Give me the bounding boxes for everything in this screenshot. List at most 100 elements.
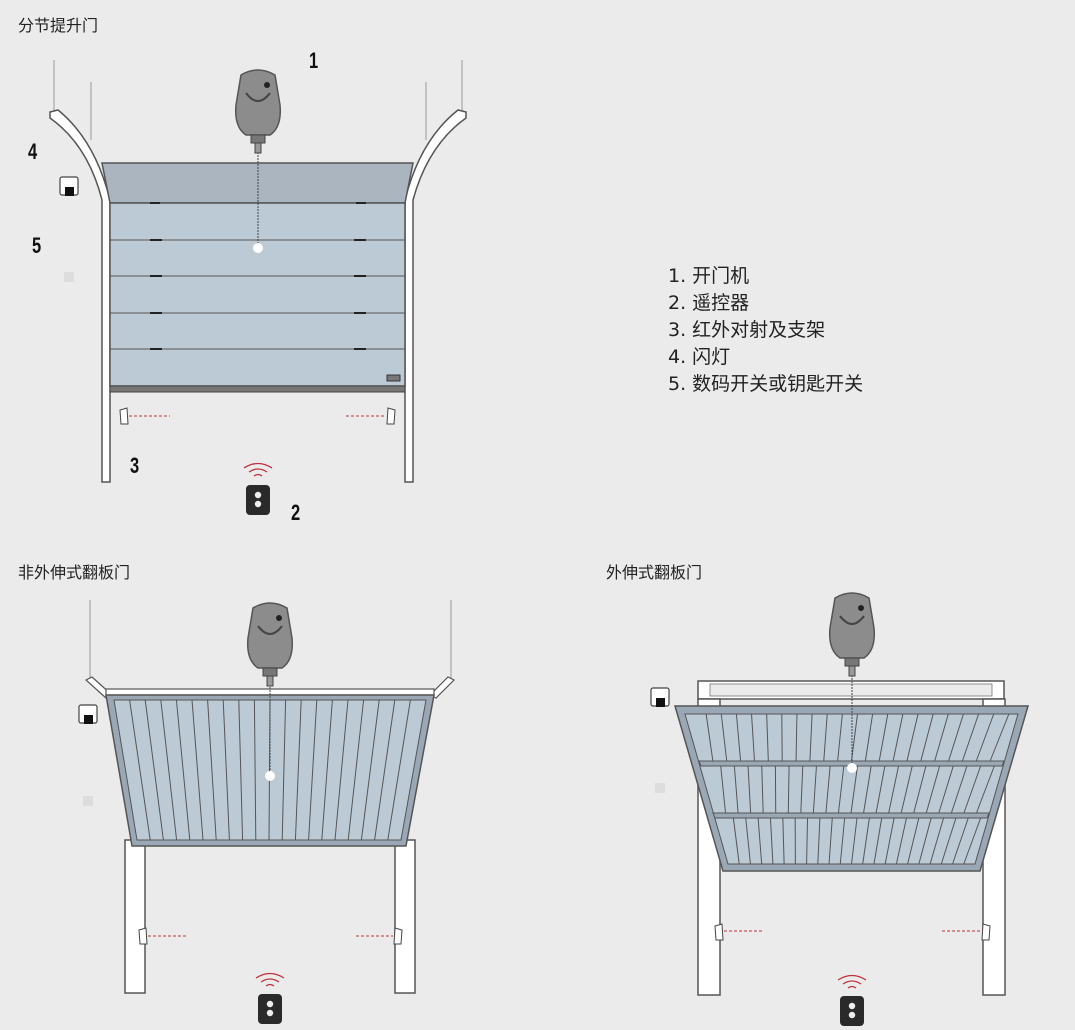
door-slat (851, 817, 858, 865)
door-slat (863, 765, 872, 814)
legend-item-4: 4. 闪灯 (668, 346, 731, 368)
door-slat (769, 817, 774, 865)
door-slat (989, 713, 1010, 762)
door-slat (864, 713, 874, 762)
door-slat (952, 817, 969, 865)
door-slat (975, 713, 995, 762)
title-non-extend-door: 非外伸式翻板门 (18, 563, 131, 582)
legend-item-5: 5. 数码开关或钥匙开关 (668, 373, 864, 395)
door-slat (238, 699, 244, 841)
door-slat (732, 817, 740, 865)
door-slat (963, 765, 982, 814)
door-slat (787, 765, 790, 814)
door-slat (800, 765, 804, 814)
door-slat (308, 699, 318, 841)
door-slat (321, 699, 333, 841)
door-slat (906, 713, 919, 762)
label-3: 3 (130, 453, 140, 478)
door-slat (175, 699, 191, 841)
label-2: 2 (291, 500, 301, 525)
door-slat (745, 817, 751, 865)
door-slat (823, 713, 828, 762)
garage-opener-icon-3 (828, 592, 876, 677)
door-slat (920, 713, 934, 762)
door-slat (900, 765, 913, 814)
label-4: 4 (28, 139, 38, 164)
door-slat (782, 817, 785, 865)
door-slat (828, 817, 833, 865)
door-slat (817, 817, 821, 865)
door-slat (806, 817, 809, 865)
door-slat (850, 765, 858, 814)
door-slat (907, 817, 920, 865)
wireless-signal-icon-2 (255, 972, 285, 987)
door-slat (875, 765, 886, 814)
door-slat (873, 817, 883, 865)
door-slat (975, 765, 995, 814)
door-slat (961, 713, 980, 762)
door-slat (940, 817, 957, 865)
door-slat (913, 765, 927, 814)
door-slat (888, 765, 900, 814)
door-slat (837, 713, 843, 762)
remote-control-icon-3 (840, 996, 864, 1026)
door-slat (766, 713, 769, 762)
door-slat (929, 817, 945, 865)
door-slat (892, 713, 904, 762)
door-slat (347, 699, 365, 841)
door-slat (884, 817, 895, 865)
door-slat (948, 713, 964, 762)
extend-door-diagram (674, 660, 1029, 996)
remote-control-icon (246, 485, 270, 515)
door-slat (809, 713, 813, 762)
door-slat (938, 765, 954, 814)
door-slat (374, 699, 396, 841)
door-slat (144, 699, 164, 841)
door-slat (918, 817, 932, 865)
title-sectional-door: 分节提升门 (18, 16, 99, 35)
non-extend-door-diagram (84, 600, 456, 994)
flash-light-icon-3 (650, 687, 670, 708)
door-slat (751, 713, 755, 762)
garage-opener-icon-2 (246, 602, 294, 687)
door-slat (720, 765, 727, 814)
door-slat (281, 699, 287, 841)
door-slat (950, 765, 968, 814)
legend-item-2: 2. 遥控器 (668, 292, 750, 314)
door-slat (757, 817, 763, 865)
keypad-switch-icon (64, 272, 74, 282)
legend: 1. 开门机 2. 遥控器 3. 红外对射及支架 4. 闪灯 5. 数码开关或钥… (668, 263, 863, 398)
door-slat (839, 817, 846, 865)
flash-light-icon-2 (78, 704, 98, 725)
door-slat (253, 699, 257, 841)
garage-opener-icon (234, 69, 282, 154)
remote-control-icon-2 (258, 994, 282, 1024)
door-slat (925, 765, 941, 814)
door-slat (160, 699, 178, 841)
door-slat (733, 765, 739, 814)
door-slat (895, 817, 907, 865)
door-slat (222, 699, 230, 841)
door-slat (862, 817, 870, 865)
wireless-signal-icon-3 (837, 974, 867, 989)
sectional-door-diagram (49, 60, 467, 483)
wireless-signal-icon (243, 462, 273, 477)
door-slat (934, 713, 949, 762)
flash-light-icon (59, 176, 79, 197)
legend-item-3: 3. 红外对射及支架 (668, 319, 826, 341)
label-5: 5 (32, 233, 42, 258)
door-slat (207, 699, 217, 841)
door-slat (761, 765, 764, 814)
door-slat (360, 699, 380, 841)
legend-item-1: 1. 开门机 (668, 265, 750, 287)
door-slat (191, 699, 204, 841)
door-slat (795, 713, 798, 762)
door-slat (129, 699, 151, 841)
door-slat (387, 699, 411, 841)
door-slat (812, 765, 817, 814)
door-slat (720, 713, 728, 762)
door-slat (735, 713, 742, 762)
door-slat (825, 765, 831, 814)
door-slat (294, 699, 302, 841)
